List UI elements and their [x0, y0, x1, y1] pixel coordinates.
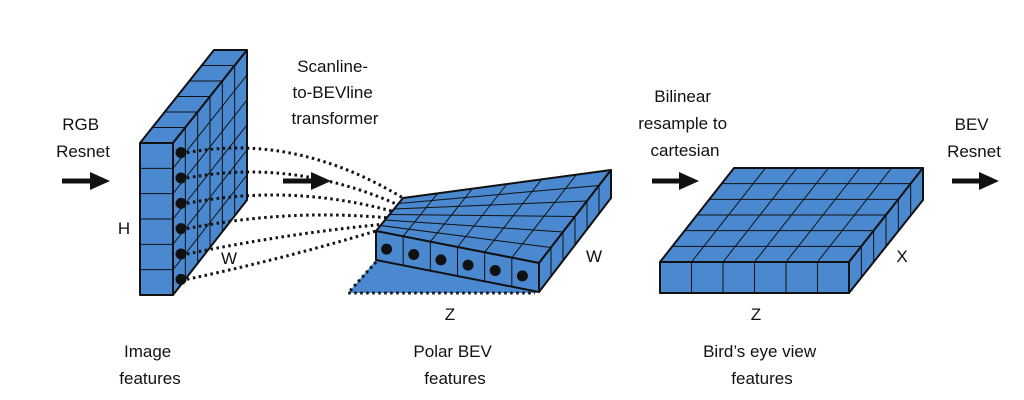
image-features-caption: Image features [119, 342, 180, 388]
bev-grid-lines [672, 167, 912, 293]
image-features-block [139, 49, 248, 296]
scanline-dot [175, 248, 187, 260]
polar-dot [462, 259, 474, 271]
bev-block [659, 167, 924, 294]
bilinear-resample-label: Bilinear resample to cartesian [638, 87, 732, 160]
image-scanline-dots [175, 147, 187, 285]
polar-dot [381, 243, 393, 255]
rgb-resnet-label: RGB Resnet [56, 115, 110, 161]
scanline-transformer-label: Scanline- to-BEVline transformer [292, 57, 379, 128]
scanline-connection [186, 222, 418, 256]
polar-dot [408, 249, 420, 260]
polar-dot [435, 254, 447, 266]
polar-bev-features-caption: Polar BEV features [413, 342, 496, 388]
scanline-dot [175, 223, 187, 235]
scanline-dot [175, 197, 187, 209]
right-arrow-icon [283, 172, 331, 190]
birds-eye-view-features-caption: Bird’s eye view features [703, 342, 821, 388]
right-arrow-icon [952, 172, 999, 190]
polar-shadow-edge [344, 260, 535, 295]
polar-bev-dots [381, 243, 528, 282]
scanline-connection [186, 146, 527, 276]
scanline-connections [186, 146, 527, 281]
scanline-connection [186, 170, 500, 271]
bev-z-axis-label: Z [751, 305, 761, 324]
scanline-dot [175, 273, 187, 285]
polar-dot [489, 265, 501, 276]
polar-grid-lines [380, 174, 600, 287]
scanline-dot [175, 172, 187, 184]
polar-grid-line [398, 185, 600, 204]
polar-bev-block [344, 169, 612, 295]
polar-w-axis-label: W [586, 247, 602, 266]
right-arrow-icon [652, 172, 699, 190]
image-h-axis-label: H [118, 219, 130, 238]
right-arrow-icon [62, 172, 110, 190]
polar-ground-shadow [348, 260, 539, 293]
scanline-connection [186, 193, 472, 265]
polar-z-axis-label: Z [445, 305, 455, 324]
polar-dot [516, 270, 528, 282]
scanline-dot [175, 147, 187, 159]
image-w-axis-label: W [221, 249, 237, 268]
bev-x-axis-label: X [896, 247, 907, 266]
bev-resnet-label: BEV Resnet [947, 115, 1001, 161]
scanline-connection [186, 213, 445, 260]
scanline-connection [186, 229, 391, 281]
